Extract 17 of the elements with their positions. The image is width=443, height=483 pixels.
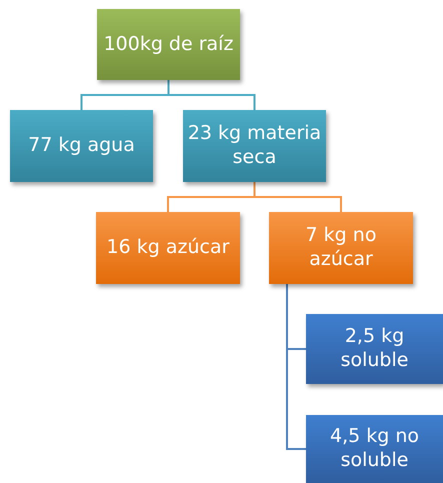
process-box: [306, 314, 443, 384]
node-label: 16 kg azúcar: [106, 236, 230, 260]
connector-line: [168, 80, 256, 110]
process-box: [10, 110, 153, 182]
node-label: 100kg de raíz: [102, 32, 234, 56]
process-box: [183, 110, 326, 182]
connector-line: [286, 284, 306, 450]
node-label: 77 kg agua: [27, 134, 136, 158]
node-label: 7 kg no azúcar: [304, 224, 378, 272]
node-label: 2,5 kg soluble: [340, 325, 410, 373]
node-label: 23 kg materia seca: [186, 122, 322, 170]
process-box: [96, 212, 240, 284]
process-box: [97, 9, 240, 80]
node-label: 4,5 kg no soluble: [328, 425, 420, 473]
process-box: [269, 212, 413, 284]
process-box: [306, 415, 443, 483]
connector-line: [254, 182, 342, 212]
